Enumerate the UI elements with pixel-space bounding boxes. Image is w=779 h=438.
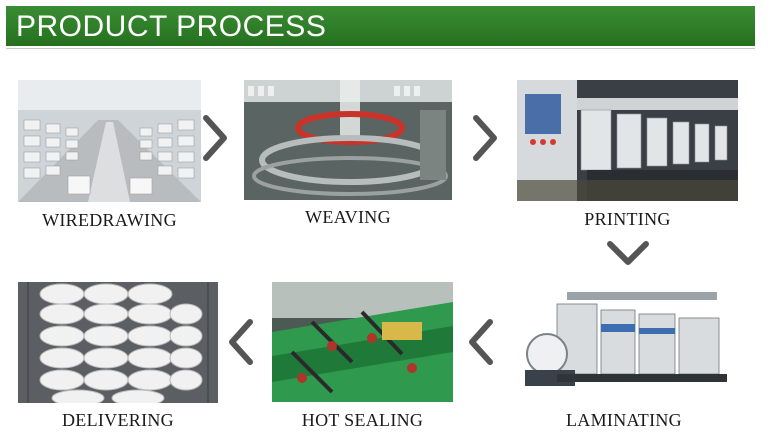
chevron-down-icon bbox=[607, 241, 649, 265]
chevron-left-icon bbox=[229, 319, 253, 365]
step-label-wiredrawing: WIREDRAWING bbox=[42, 210, 177, 230]
laminating-photo bbox=[517, 284, 731, 396]
step-label-weaving: WEAVING bbox=[305, 207, 391, 227]
step-label-delivering: DELIVERING bbox=[62, 410, 174, 430]
step-label-printing: PRINTING bbox=[584, 209, 671, 229]
chevron-right-icon bbox=[203, 115, 227, 161]
chevron-left-icon bbox=[469, 319, 493, 365]
step-label-laminating: LAMINATING bbox=[566, 410, 682, 430]
wiredrawing-photo bbox=[18, 80, 201, 202]
weaving-photo bbox=[244, 80, 452, 200]
hot-sealing-photo bbox=[272, 282, 453, 402]
header-banner: PRODUCT PROCESS bbox=[6, 6, 755, 46]
printing-photo bbox=[517, 80, 738, 201]
header-divider bbox=[6, 48, 755, 49]
delivering-photo bbox=[18, 282, 218, 403]
page-title: PRODUCT PROCESS bbox=[16, 10, 327, 43]
chevron-right-icon bbox=[473, 115, 497, 161]
step-label-hot-sealing: HOT SEALING bbox=[301, 410, 424, 430]
